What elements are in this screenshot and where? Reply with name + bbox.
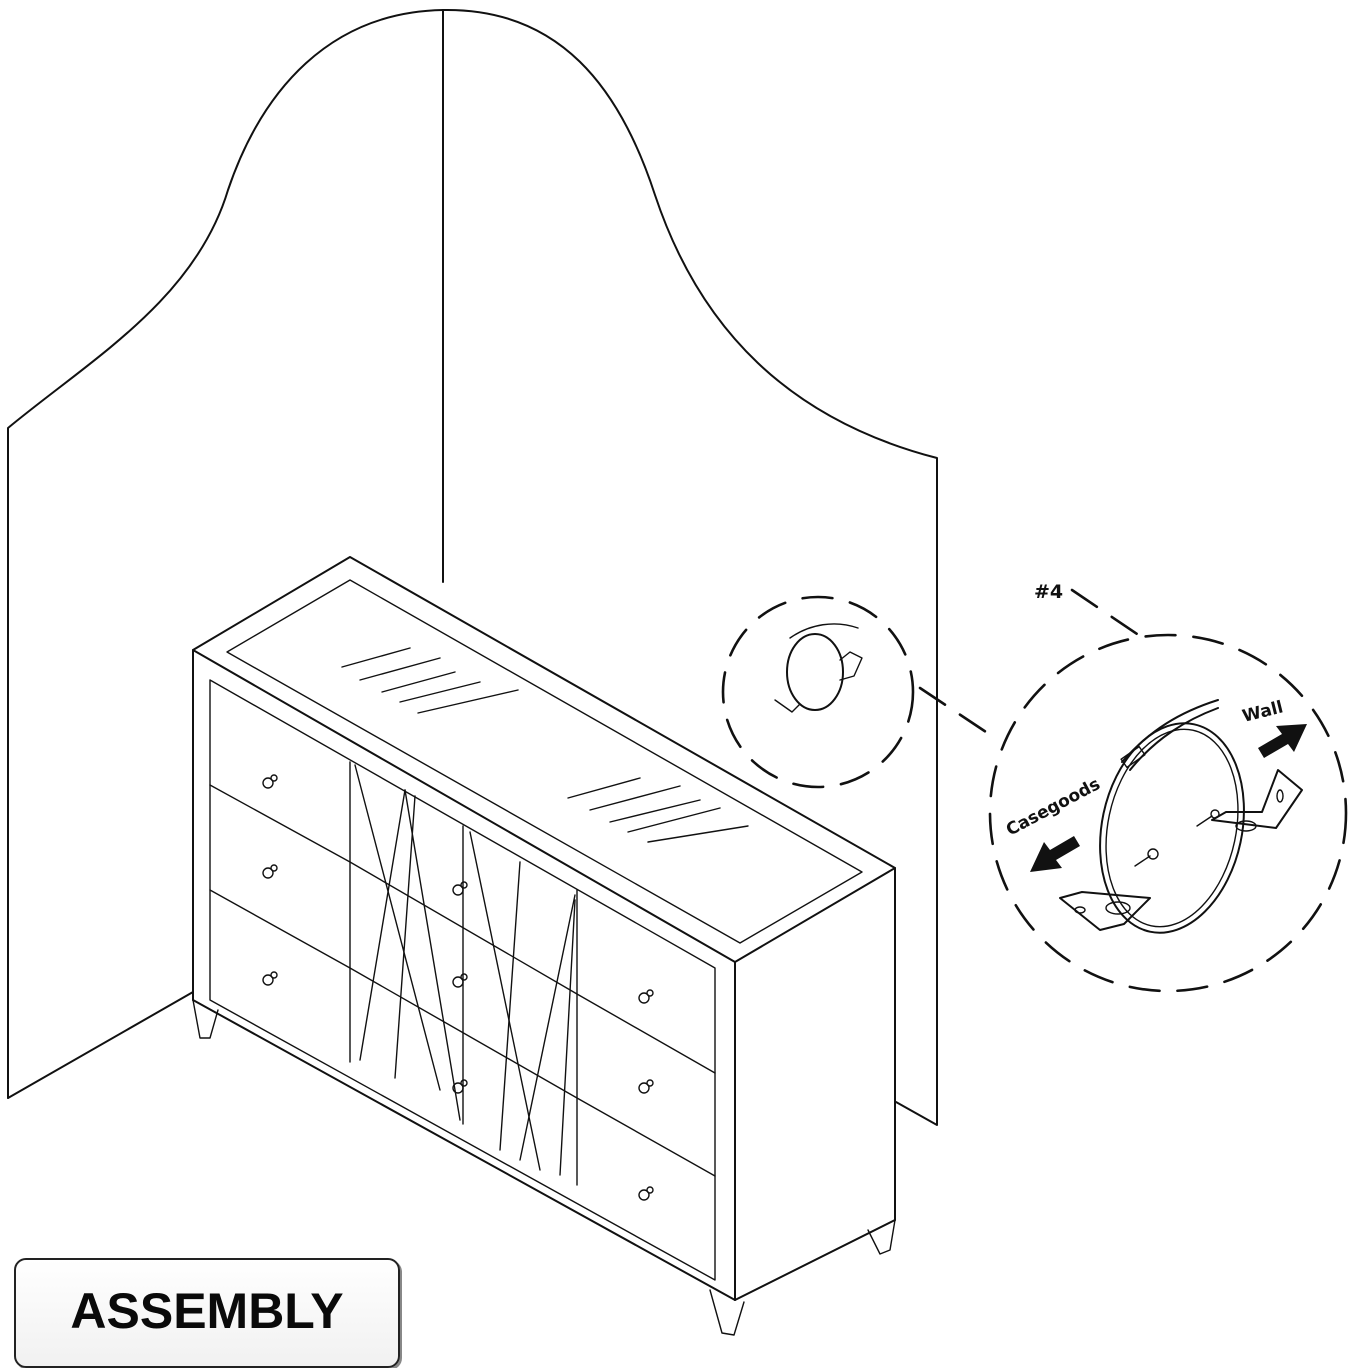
step-label: #4 bbox=[1034, 581, 1063, 603]
casegoods-arrow-icon bbox=[1030, 836, 1080, 872]
wall-label: Wall bbox=[1240, 697, 1285, 726]
drawer-knob-icon bbox=[262, 774, 654, 1201]
assembly-badge-label: ASSEMBLY bbox=[70, 1283, 344, 1339]
wall-corner bbox=[7, 8, 938, 1126]
assembly-badge: ASSEMBLY bbox=[14, 1258, 400, 1368]
casegoods-label: Casegoods bbox=[1003, 774, 1104, 840]
small-callout-circle bbox=[721, 595, 915, 789]
detail-callout-circle bbox=[988, 633, 1348, 993]
leader-line bbox=[918, 686, 997, 740]
wall-arrow-icon bbox=[1258, 724, 1307, 758]
screw-icon bbox=[1134, 809, 1220, 867]
dresser bbox=[192, 556, 896, 1336]
label-leader-line bbox=[1070, 588, 1142, 638]
